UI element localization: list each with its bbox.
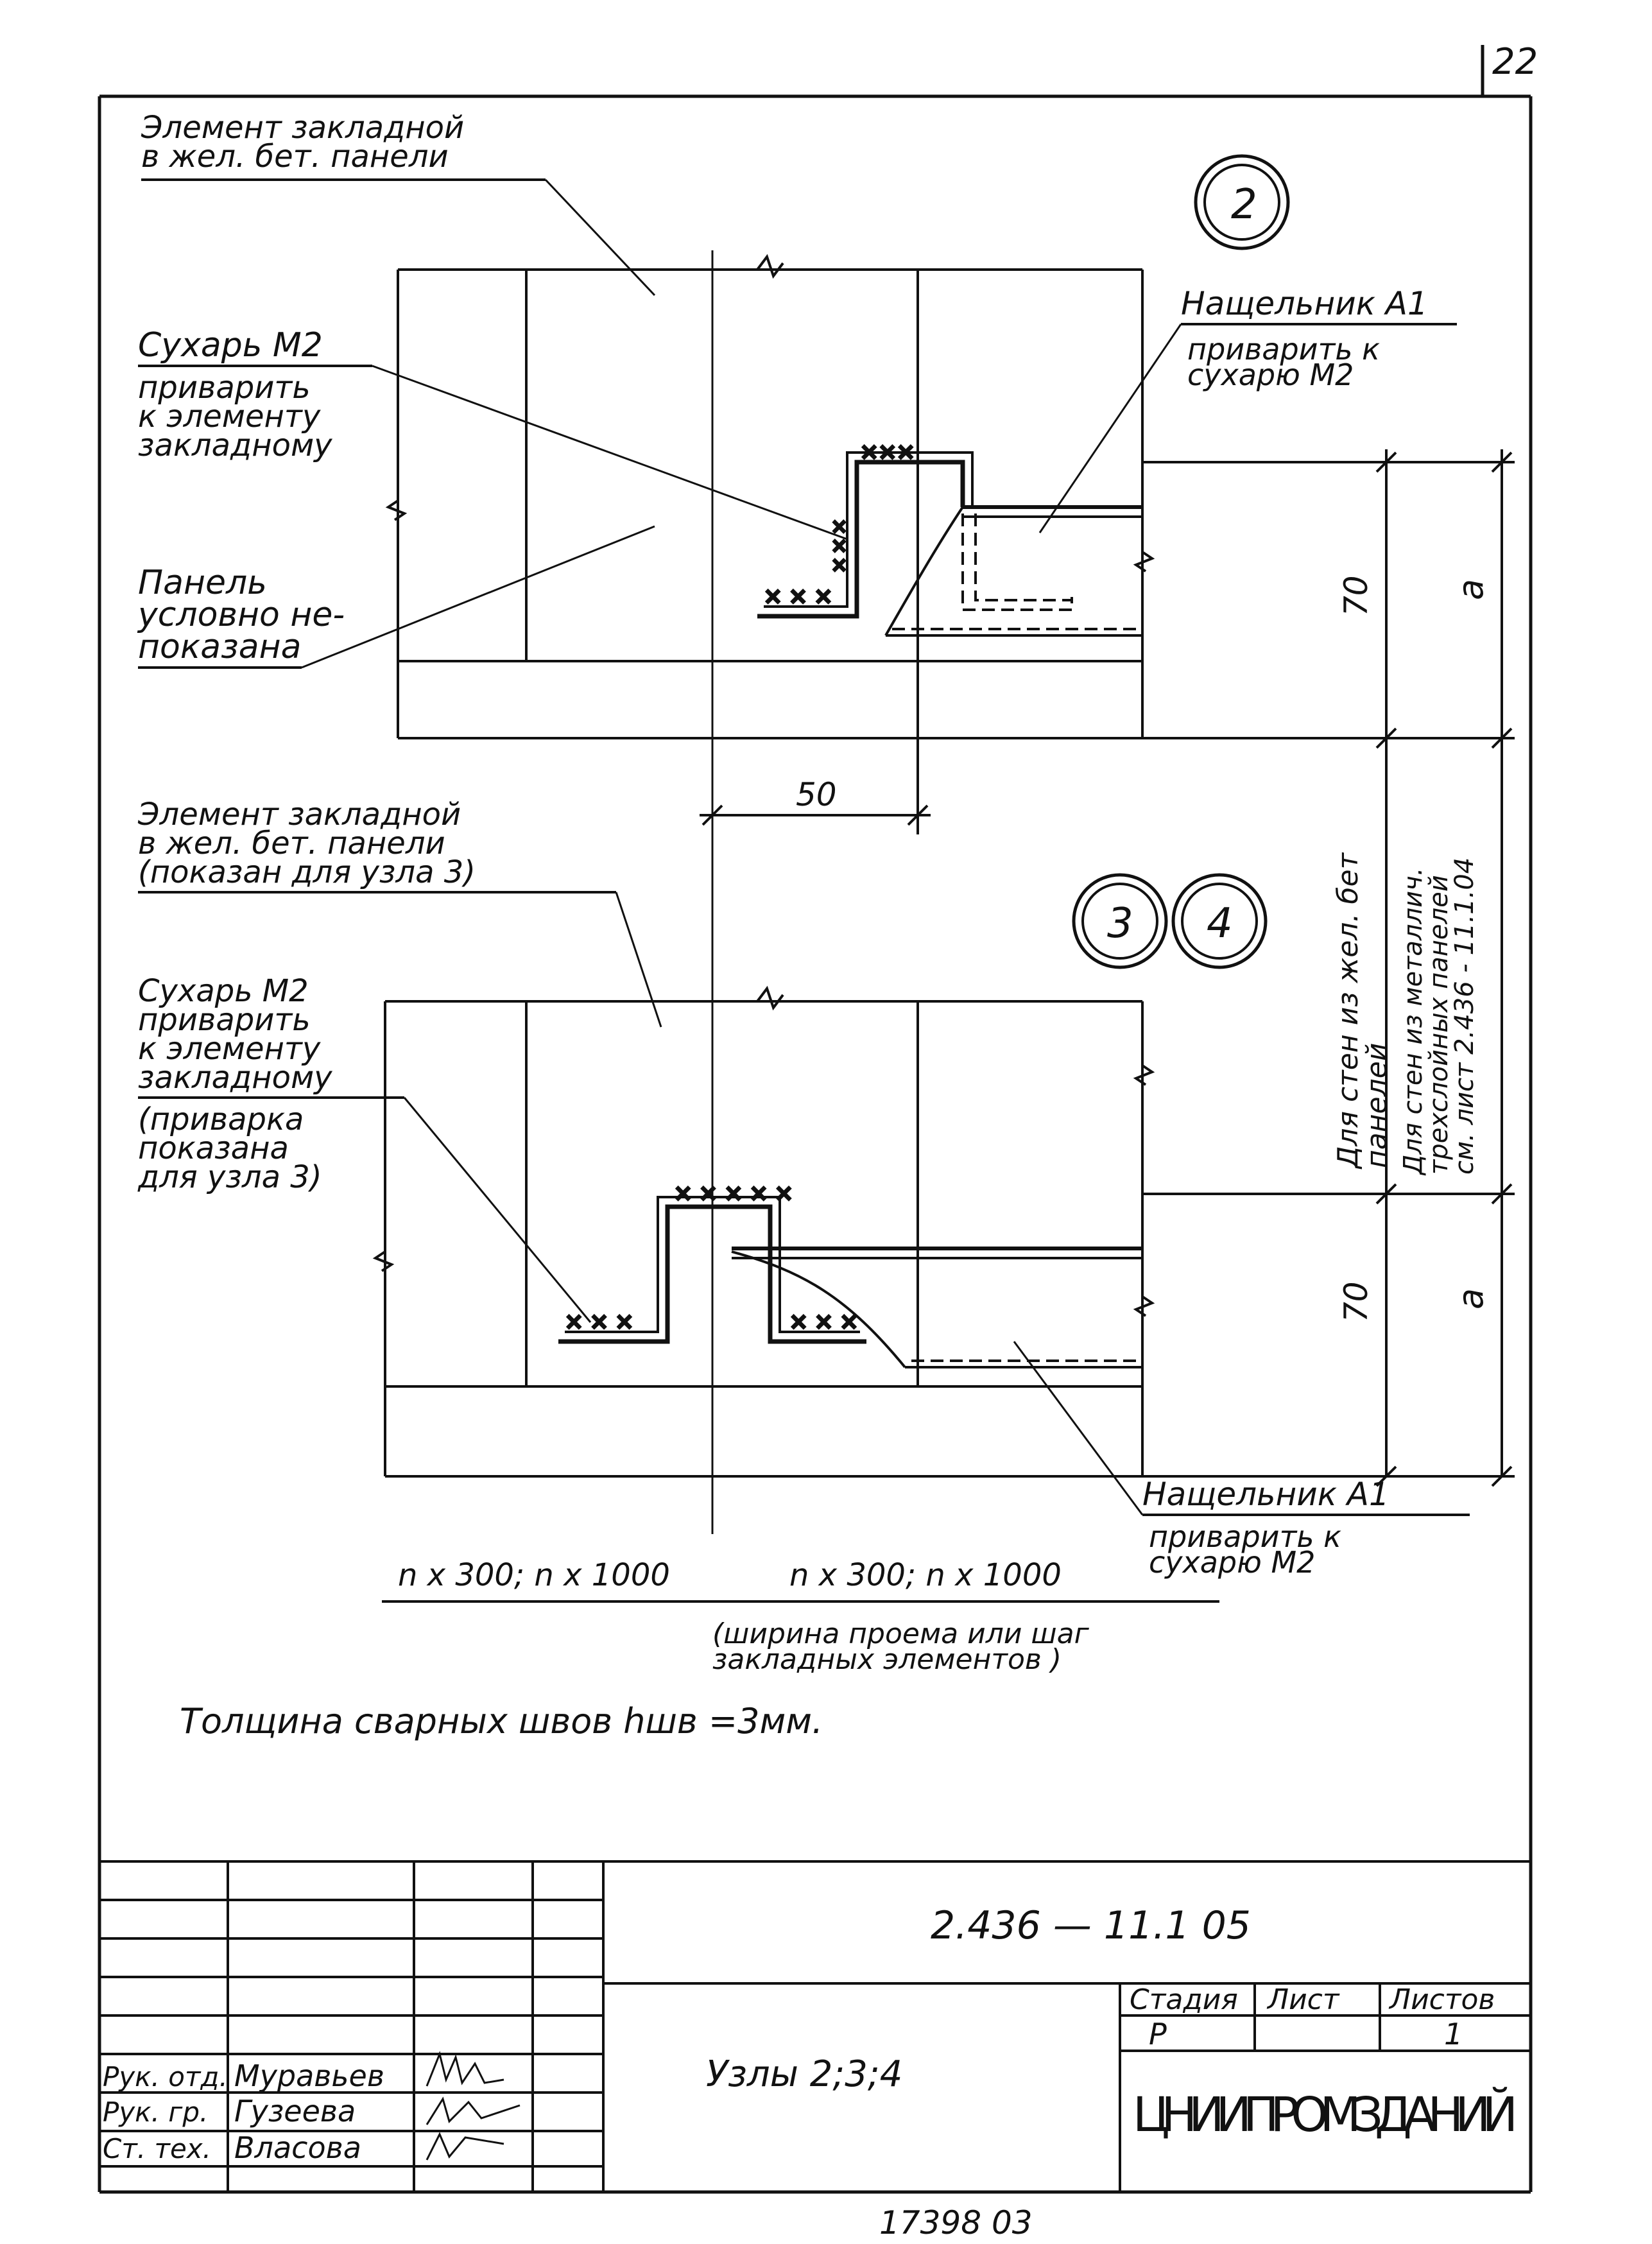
sheets-header: Листов xyxy=(1388,1983,1495,2016)
svg-text:Сухарь М2: Сухарь М2 xyxy=(138,326,323,365)
sheets-value: 1 xyxy=(1444,2017,1463,2051)
svg-text:Гузеева: Гузеева xyxy=(234,2094,356,2128)
svg-text:к элементу: к элементу xyxy=(138,399,321,435)
svg-text:3: 3 xyxy=(1107,900,1133,947)
dim-70-top: 70 xyxy=(1338,575,1375,616)
svg-text:Рук. гр.: Рук. гр. xyxy=(103,2096,208,2128)
right-dimensions xyxy=(1142,449,1515,1487)
svg-text:условно не-: условно не- xyxy=(137,596,345,634)
svg-text:приварить к: приварить к xyxy=(1149,1519,1341,1554)
signature-rows: Рук. отд. Муравьев Рук. гр. Гузеева Ст. … xyxy=(103,2051,521,2165)
svg-text:Для стен из жел. бет: Для стен из жел. бет xyxy=(1332,852,1364,1169)
dim-70-bottom: 70 xyxy=(1338,1281,1375,1322)
svg-text:(показан для узла 3): (показан для узла 3) xyxy=(138,854,476,890)
vertical-notes: Для стен из жел. бет панелей Для стен из… xyxy=(1332,852,1479,1176)
span-note-2: закладных элементов ) xyxy=(712,1643,1062,1676)
svg-text:× × ×: × × × xyxy=(565,1309,633,1334)
stage-header: Стадия xyxy=(1130,1983,1238,2016)
dim-50-line xyxy=(700,661,931,834)
svg-text:для узла 3): для узла 3) xyxy=(137,1159,322,1195)
svg-text:закладному: закладному xyxy=(138,427,332,463)
dim-50: 50 xyxy=(796,776,837,813)
svg-text:приварить: приварить xyxy=(138,1002,311,1038)
svg-text:Нащельник А1: Нащельник А1 xyxy=(1142,1476,1390,1513)
document-code: 2.436 — 11.1 05 xyxy=(931,1903,1251,1948)
span-note-1: (ширина проема или шаг xyxy=(712,1618,1090,1650)
svg-text:Для стен из металлич.: Для стен из металлич. xyxy=(1398,868,1428,1176)
bottom-number: 17398 03 xyxy=(879,2204,1033,2241)
page-number: 22 xyxy=(1492,41,1538,83)
node-4-marker: 4 xyxy=(1171,873,1268,969)
svg-text:приварить: приварить xyxy=(138,370,311,406)
svg-text:(приварка: (приварка xyxy=(138,1101,304,1137)
svg-text:закладному: закладному xyxy=(138,1060,332,1096)
svg-text:Ст. тех.: Ст. тех. xyxy=(103,2133,211,2164)
svg-text:в жел. бет. панели: в жел. бет. панели xyxy=(141,139,449,175)
svg-text:панелей: панелей xyxy=(1361,1043,1393,1168)
svg-text:показана: показана xyxy=(138,628,301,666)
node-2-marker: 2 xyxy=(1194,154,1290,250)
svg-text:сухарю М2: сухарю М2 xyxy=(1187,358,1354,392)
svg-text:Панель: Панель xyxy=(138,564,267,602)
labels-top: Элемент закладной в жел. бет. панели Сух… xyxy=(137,110,1457,669)
svg-text:Рук. отд.: Рук. отд. xyxy=(103,2061,228,2093)
dim-a-bottom: a xyxy=(1450,1288,1491,1309)
svg-text:Муравьев: Муравьев xyxy=(234,2058,384,2093)
svg-text:трехслойных панелей: трехслойных панелей xyxy=(1424,875,1454,1175)
svg-text:сухарю М2: сухарю М2 xyxy=(1149,1545,1315,1580)
svg-text:Сухарь М2: Сухарь М2 xyxy=(138,973,309,1009)
svg-text:× × ×: × × × xyxy=(789,1309,858,1334)
sheet-frame xyxy=(98,45,1533,2194)
svg-text:к элементу: к элементу xyxy=(138,1031,321,1067)
svg-text:Элемент закладной: Элемент закладной xyxy=(141,110,464,146)
svg-text:Элемент закладной: Элемент закладной xyxy=(137,797,461,833)
svg-text:×: × xyxy=(831,554,847,576)
weld-note: Толщина сварных швов hшв =3мм. xyxy=(180,1701,823,1741)
title-block-grid xyxy=(99,1860,1531,2192)
svg-text:см. лист 2.436 - 11.1.04: см. лист 2.436 - 11.1.04 xyxy=(1450,858,1479,1175)
svg-text:приварить к: приварить к xyxy=(1187,332,1380,367)
svg-text:2: 2 xyxy=(1231,181,1257,229)
svg-text:в жел. бет. панели: в жел. бет. панели xyxy=(138,825,445,861)
svg-text:Власова: Власова xyxy=(234,2130,361,2165)
svg-text:Нащельник А1: Нащельник А1 xyxy=(1181,285,1428,322)
organization: ЦНИИПРОМЗДАНИЙ xyxy=(1133,2086,1518,2143)
sheet-title: Узлы 2;3;4 xyxy=(706,2053,902,2095)
svg-text:4: 4 xyxy=(1207,900,1233,947)
node-3-detail: × × × × × × × × × × × xyxy=(372,985,1155,1478)
svg-text:× × ×: × × × xyxy=(764,583,832,609)
svg-text:показана: показана xyxy=(138,1130,289,1166)
svg-text:×××: ××× xyxy=(860,439,915,465)
svg-text:× × × × ×: × × × × × xyxy=(674,1180,793,1206)
dim-a-top: a xyxy=(1450,579,1491,600)
sheet-header: Лист xyxy=(1266,1983,1340,2016)
node-3-marker: 3 xyxy=(1072,873,1168,969)
labels-bottom: Элемент закладной в жел. бет. панели (по… xyxy=(137,797,1470,1580)
stage-value: Р xyxy=(1149,2017,1167,2051)
span-right: n x 300; n x 1000 xyxy=(789,1557,1062,1593)
span-left: n x 300; n x 1000 xyxy=(398,1557,670,1593)
